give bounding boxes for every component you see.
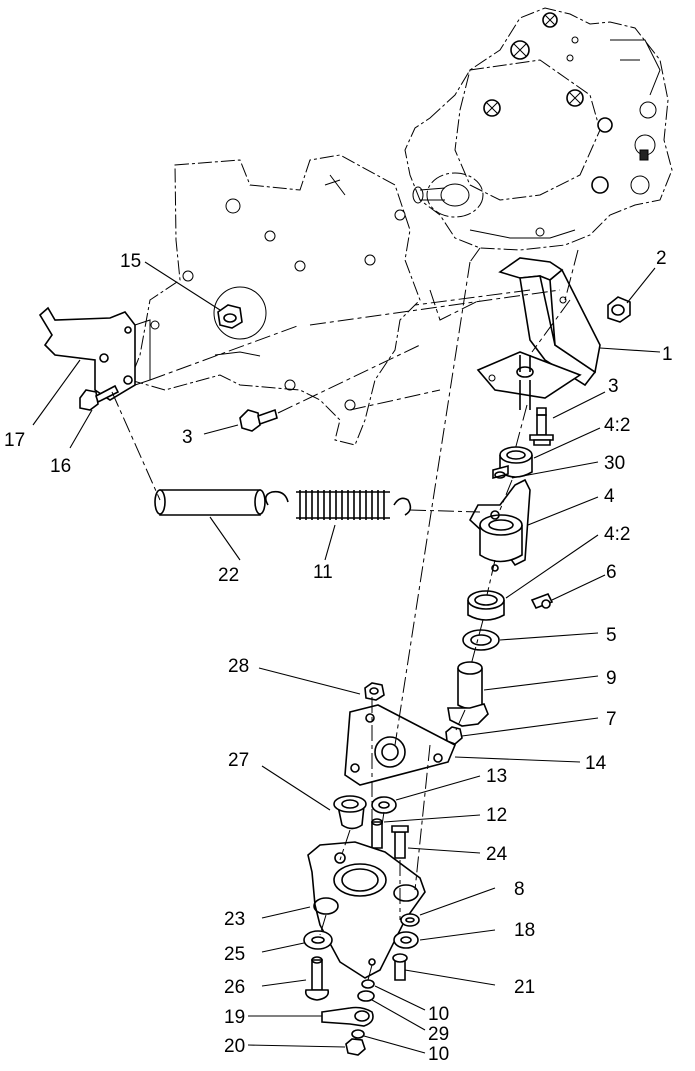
leader-lines [32, 261, 661, 1054]
callout-14: 14 [585, 753, 607, 774]
washer-8 [400, 913, 420, 927]
callout-23: 23 [224, 909, 245, 930]
callout-10-lower: 10 [428, 1044, 449, 1065]
callout-4-2-lower: 4:2 [604, 524, 630, 545]
bolt-3-right [529, 407, 554, 446]
callout-3-right: 3 [608, 376, 619, 397]
sleeve-22 [154, 489, 266, 516]
washer-5 [462, 629, 500, 651]
extension-spring-11 [264, 490, 412, 520]
callout-26: 26 [224, 977, 245, 998]
frame-plate-phantom [129, 154, 421, 446]
nut-2 [607, 296, 631, 323]
bracket-17 [38, 306, 151, 401]
callout-11: 11 [313, 562, 333, 583]
callout-27: 27 [228, 750, 249, 771]
washer-13 [371, 796, 397, 814]
bolt-21 [392, 953, 408, 981]
grease-fitting [530, 592, 554, 610]
callout-10-upper: 10 [428, 1004, 449, 1025]
callout-28: 28 [228, 656, 249, 677]
bolt-16 [79, 384, 120, 411]
mounting-bracket [476, 257, 601, 410]
callout-4: 4 [604, 486, 615, 507]
callout-21: 21 [514, 977, 535, 998]
callout-3-left: 3 [182, 427, 193, 448]
callout-7: 7 [606, 709, 617, 730]
nut-28 [364, 682, 385, 701]
spacer-9 [447, 661, 489, 727]
lower-plate-23 [307, 841, 426, 979]
callout-24: 24 [486, 844, 508, 865]
washer-25 [303, 930, 333, 950]
flange-bushing-27 [333, 795, 367, 830]
callout-19: 19 [224, 1007, 245, 1028]
callout-18: 18 [514, 920, 535, 941]
callout-12: 12 [486, 805, 507, 826]
flange-nut-15 [217, 304, 243, 329]
bolt-26 [304, 956, 330, 1001]
callout-labels: 1 2 3 4:2 30 4 4:2 6 5 9 7 14 13 12 24 8… [4, 248, 673, 1065]
alignment-lines [111, 247, 579, 981]
bushing-lower [467, 590, 505, 621]
callout-30: 30 [604, 453, 625, 474]
callout-4-2-upper: 4:2 [604, 415, 630, 436]
callout-5: 5 [606, 625, 617, 646]
callout-16: 16 [50, 456, 71, 477]
callout-17: 17 [4, 430, 25, 451]
bolt-3-left [239, 408, 278, 432]
callout-13: 13 [486, 766, 507, 787]
callout-2: 2 [656, 248, 667, 269]
stud-12 [371, 818, 383, 849]
triangle-plate-14 [344, 704, 457, 786]
pin-30 [492, 464, 509, 480]
callout-8: 8 [514, 879, 525, 900]
ball-joint-assembly [321, 979, 375, 1056]
callout-25: 25 [224, 944, 245, 965]
callout-9: 9 [606, 668, 617, 689]
bolt-24 [391, 825, 409, 859]
callout-20: 20 [224, 1036, 245, 1057]
callout-1: 1 [662, 344, 673, 365]
pivot-lever [469, 478, 531, 572]
callout-15: 15 [120, 251, 141, 272]
washer-18 [393, 931, 419, 949]
pump-phantom [404, 7, 673, 251]
callout-22: 22 [218, 565, 239, 586]
callout-29: 29 [428, 1024, 449, 1045]
callout-6: 6 [606, 562, 617, 583]
